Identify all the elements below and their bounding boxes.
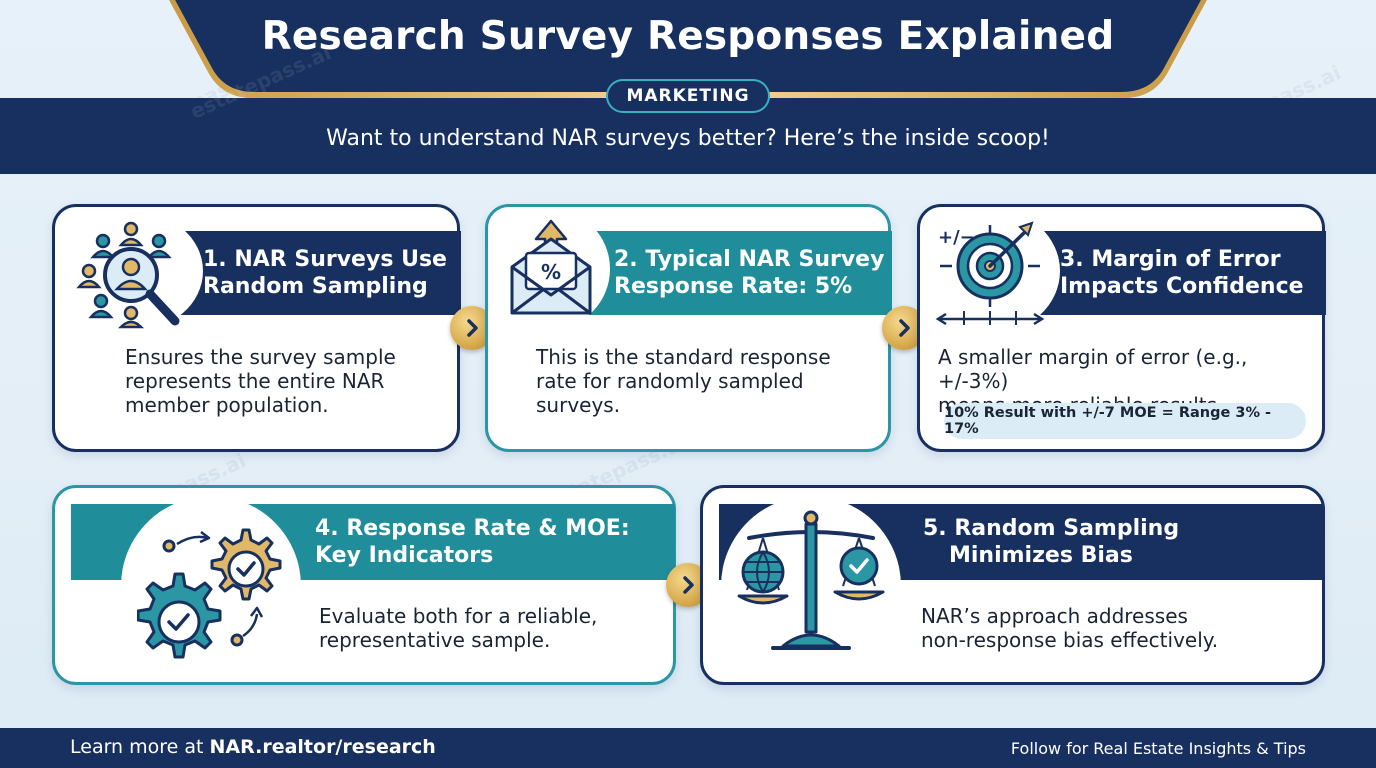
card-body-line: representative sample. <box>319 628 551 652</box>
card-body-line: rate for randomly sampled <box>536 369 804 393</box>
card-title-line: 3. Margin of Error <box>1060 247 1281 272</box>
page-title: Research Survey Responses Explained <box>261 14 1115 59</box>
card-title: 2. Typical NAR Survey Response Rate: 5% <box>588 231 892 315</box>
card-body-line: member population. <box>125 393 329 417</box>
balance-scale-icon <box>737 510 885 650</box>
page-subtitle: Want to understand NAR surveys better? H… <box>326 126 1050 151</box>
card-body: This is the standard response rate for r… <box>536 345 876 417</box>
chevron-right-icon <box>899 319 910 337</box>
card-title-line: 5. Random Sampling <box>923 516 1180 541</box>
title-banner: Research Survey Responses Explained <box>168 0 1208 102</box>
percent-glyph: % <box>541 260 561 284</box>
chevron-right-icon <box>467 319 478 337</box>
footer-research-link[interactable]: NAR.realtor/research <box>209 736 436 758</box>
card-title-line: Random Sampling <box>203 274 428 299</box>
envelope-percent-icon: % <box>510 219 592 315</box>
people-magnifier-icon <box>76 221 180 329</box>
card-body-line: This is the standard response <box>536 345 831 369</box>
card-key-indicators: 4. Response Rate & MOE: Key Indicators E… <box>52 485 676 685</box>
footer: Learn more at NAR.realtor/research Follo… <box>0 728 1376 768</box>
card-body: NAR’s approach addresses non-response bi… <box>921 604 1311 652</box>
card-title: 1. NAR Surveys Use Random Sampling <box>175 231 461 315</box>
card-body-line: surveys. <box>536 393 621 417</box>
card-body-line: NAR’s approach addresses <box>921 604 1188 628</box>
card-body-line: Evaluate both for a reliable, <box>319 604 598 628</box>
target-dart-icon: +/− <box>935 221 1045 326</box>
card-body: Ensures the survey sample represents the… <box>125 345 445 417</box>
card-body: Evaluate both for a reliable, representa… <box>319 604 659 652</box>
card-title-line: Response Rate: 5% <box>614 274 853 299</box>
card-response-rate: 2. Typical NAR Survey Response Rate: 5% … <box>485 204 892 452</box>
card-title-line: Minimizes Bias <box>949 543 1133 568</box>
footer-learn-more: Learn more at NAR.realtor/research <box>70 736 436 758</box>
card-title-line: 4. Response Rate & MOE: <box>315 516 630 541</box>
card-margin-of-error: 3. Margin of Error Impacts Confidence +/… <box>917 204 1326 452</box>
footer-learn-more-prefix: Learn more at <box>70 736 210 758</box>
category-badge: MARKETING <box>606 79 770 113</box>
card-title: 3. Margin of Error Impacts Confidence <box>1036 231 1326 315</box>
gears-check-icon <box>137 528 282 659</box>
card-body-line: A smaller margin of error (e.g., +/-3%) <box>938 345 1248 393</box>
card-body-line: non-response bias effectively. <box>921 628 1219 652</box>
plus-minus-glyph: +/− <box>938 227 975 248</box>
card-random-sampling: 1. NAR Surveys Use Random Sampling Ensur… <box>52 204 461 452</box>
title-banner-shape <box>169 0 1207 98</box>
card-title-line: 1. NAR Surveys Use <box>203 247 447 272</box>
footer-follow-text: Follow for Real Estate Insights & Tips <box>1010 739 1306 758</box>
card-title-line: 2. Typical NAR Survey <box>614 247 885 272</box>
card-body-line: Ensures the survey sample <box>125 345 396 369</box>
card-title-line: Impacts Confidence <box>1060 274 1304 299</box>
card-body-line: represents the entire NAR <box>125 369 385 393</box>
moe-example-chip: 10% Result with +/-7 MOE = Range 3% - 17… <box>944 403 1306 439</box>
chevron-right-icon <box>683 576 694 594</box>
card-minimizes-bias: 5. Random Sampling Minimizes Bias NAR’s … <box>700 485 1325 685</box>
card-title-line: Key Indicators <box>315 543 494 568</box>
